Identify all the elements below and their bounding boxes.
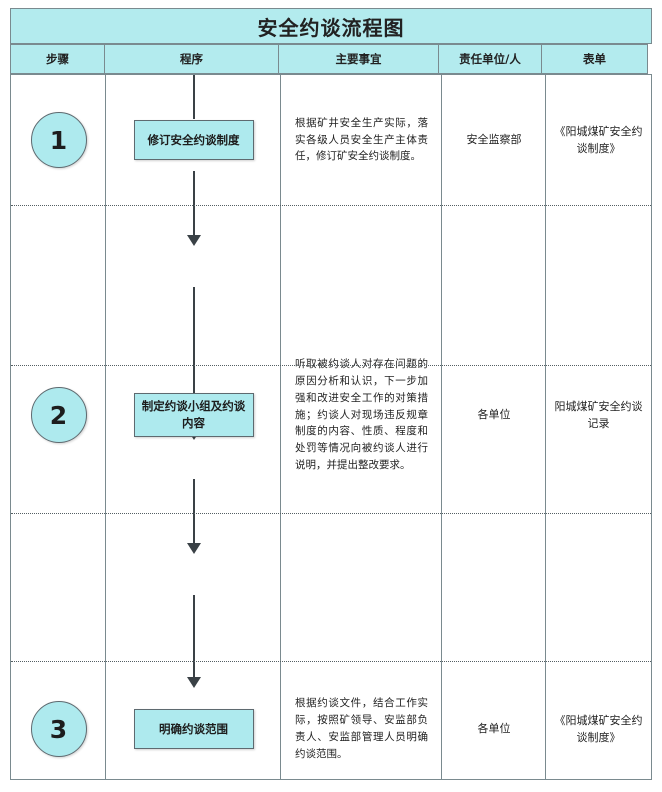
row-matter-cell: 根据约谈文件，结合工作实际，按照矿领导、安监部负责人、安监部管理人员明确约谈范围… (281, 655, 442, 792)
column-divider-3 (441, 75, 442, 779)
table-header-row: 步骤 程序 主要事宜 责任单位/人 表单 (10, 44, 652, 74)
form-text: 《阳城煤矿安全约谈制度》 (554, 124, 643, 155)
form-text: 《阳城煤矿安全约谈制度》 (554, 713, 643, 744)
step-number-badge: 3 (30, 701, 87, 757)
process-box[interactable]: 明确约谈范围 (133, 709, 254, 749)
row-step-cell: 1 (11, 75, 106, 205)
row-separator (11, 513, 651, 514)
table-body: 1 修订安全约谈制度 根据矿井安全生产实际，落实各级人员安全生产主体责任，修订矿… (10, 74, 652, 780)
row-step-cell: 3 (11, 655, 106, 792)
connector-2-3 (193, 287, 195, 433)
row-separator (11, 661, 651, 662)
row-procedure-cell: 制定约谈小组及约谈内容 (106, 335, 281, 495)
row-form-cell: 《阳城煤矿安全约谈制度》 (546, 75, 651, 205)
column-header-form: 表单 (541, 44, 648, 74)
matter-text: 根据矿井安全生产实际，落实各级人员安全生产主体责任，修订矿安全约谈制度。 (295, 116, 428, 163)
column-divider-2 (280, 75, 281, 779)
row-unit-cell: 各单位 (442, 655, 546, 792)
unit-text: 安全监察部 (466, 133, 522, 147)
page-title: 安全约谈流程图 (257, 15, 405, 40)
process-box[interactable]: 制定约谈小组及约谈内容 (133, 393, 254, 437)
arrow-head-1-2 (187, 235, 201, 246)
table-row: 2 制定约谈小组及约谈内容 听取被约谈人对存在问题的原因分析和认识，下一步加强和… (11, 205, 651, 471)
matter-text: 听取被约谈人对存在问题的原因分析和认识，下一步加强和改进安全工作的对策措施；约谈… (295, 358, 428, 471)
column-divider-4 (545, 75, 546, 779)
chart-title-bar: 安全约谈流程图 (10, 8, 652, 44)
column-header-step: 步骤 (10, 44, 105, 74)
row-separator (11, 205, 651, 206)
column-header-procedure: 程序 (104, 44, 279, 74)
table-row: 1 修订安全约谈制度 根据矿井安全生产实际，落实各级人员安全生产主体责任，修订矿… (11, 75, 651, 205)
unit-text: 各单位 (477, 722, 511, 736)
row-unit-cell: 各单位 (442, 335, 546, 495)
arrow-head-4-5 (187, 677, 201, 688)
matter-text: 根据约谈文件，结合工作实际，按照矿领导、安监部负责人、安监部管理人员明确约谈范围… (295, 697, 428, 760)
step-number-badge: 1 (30, 112, 87, 168)
connector-top-stub (193, 75, 195, 119)
row-procedure-cell: 修订安全约谈制度 (106, 75, 281, 205)
row-matter-cell: 听取被约谈人对存在问题的原因分析和认识，下一步加强和改进安全工作的对策措施；约谈… (281, 335, 442, 495)
row-form-cell: 阳城煤矿安全约谈记录 (546, 335, 651, 495)
column-header-unit: 责任单位/人 (438, 44, 542, 74)
row-unit-cell: 安全监察部 (442, 75, 546, 205)
connector-4-5 (193, 595, 195, 681)
table-row: 4 作出约谈处理 根据下发制度，对被约谈人作出相应的处理决定，作出反思，制定帮扶… (11, 513, 651, 661)
table-row: 5 结果 (11, 661, 651, 779)
row-separator (11, 365, 651, 366)
table-row: 3 明确约谈范围 根据约谈文件，结合工作实际，按照矿领导、安监部负责人、安监部管… (11, 365, 651, 760)
form-text: 阳城煤矿安全约谈记录 (554, 399, 643, 430)
step-number-badge: 2 (30, 387, 87, 443)
row-step-cell: 2 (11, 335, 106, 495)
row-procedure-cell: 明确约谈范围 (106, 655, 281, 792)
process-box[interactable]: 修订安全约谈制度 (133, 120, 254, 160)
arrow-head-3-4 (187, 543, 201, 554)
row-matter-cell: 根据矿井安全生产实际，落实各级人员安全生产主体责任，修订矿安全约谈制度。 (281, 75, 442, 205)
column-header-matter: 主要事宜 (278, 44, 439, 74)
unit-text: 各单位 (477, 408, 511, 422)
column-divider-1 (105, 75, 106, 779)
row-form-cell: 《阳城煤矿安全约谈制度》 (546, 655, 651, 792)
